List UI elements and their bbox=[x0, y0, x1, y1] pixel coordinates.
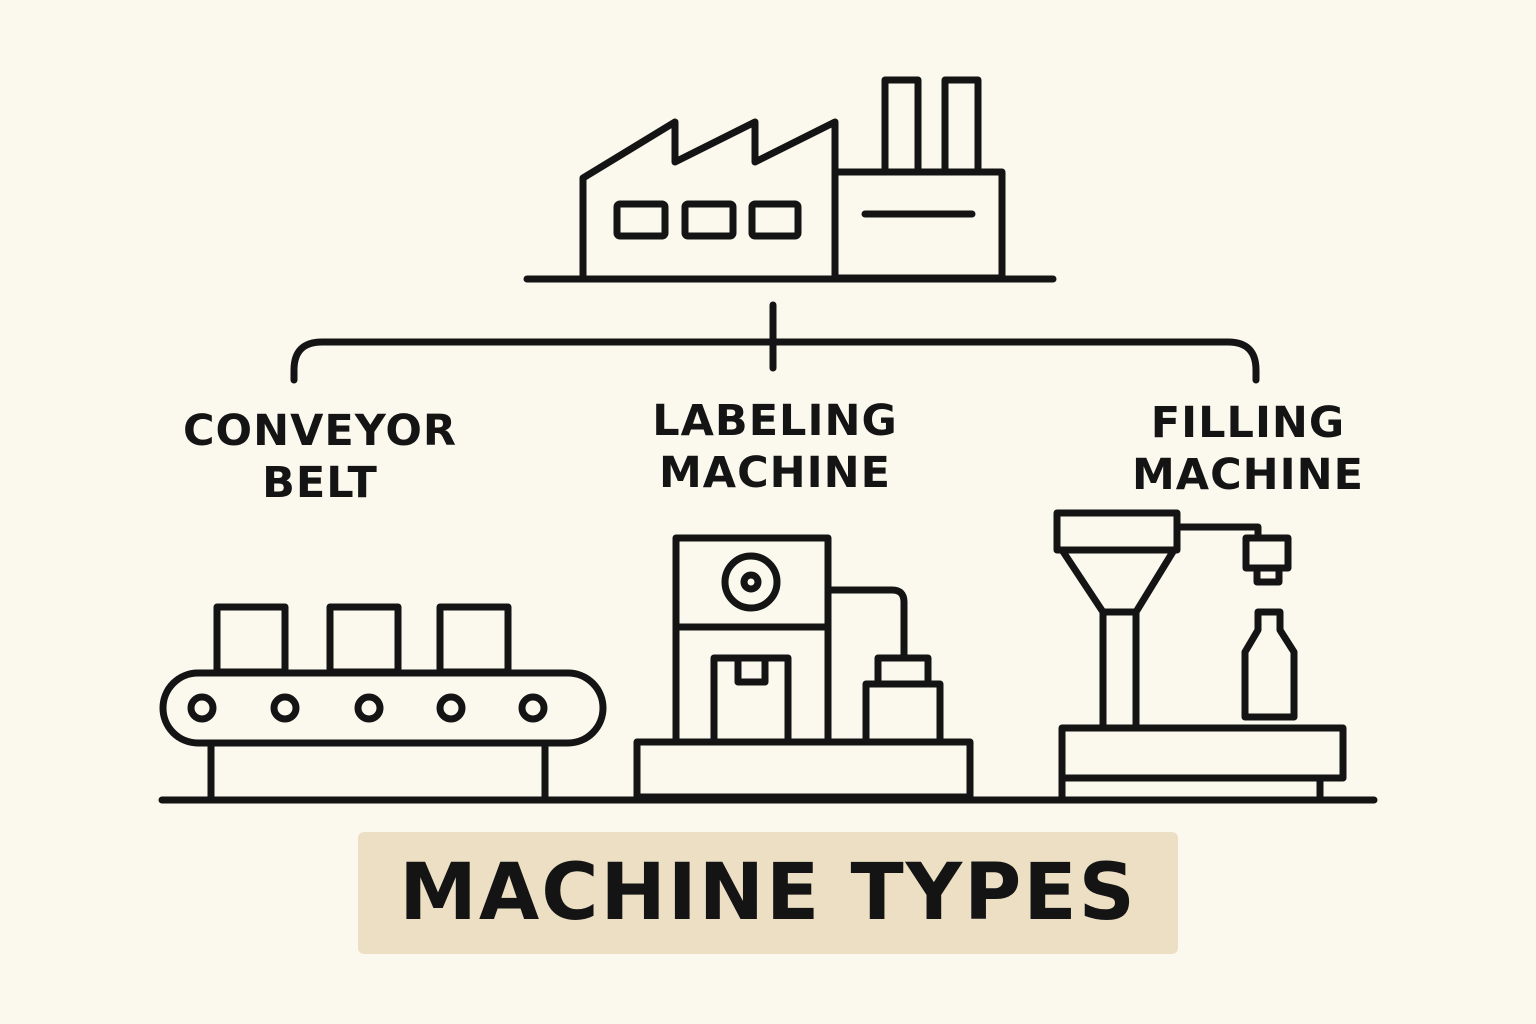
tree-connector bbox=[290, 301, 1260, 384]
conveyor-belt-icon bbox=[159, 603, 607, 801]
node-label-line2: BELT bbox=[262, 458, 378, 508]
title-banner: MACHINE TYPES bbox=[358, 832, 1178, 954]
node-label-line2: MACHINE bbox=[1132, 450, 1364, 500]
filling-machine-icon bbox=[1053, 509, 1347, 801]
node-label-line1: CONVEYOR bbox=[182, 406, 458, 456]
labeling-machine-icon bbox=[633, 534, 974, 801]
node-label-line2: MACHINE bbox=[659, 448, 891, 498]
diagram-title: MACHINE TYPES bbox=[399, 848, 1137, 938]
node-label-line1: FILLING bbox=[1150, 398, 1346, 448]
node-label-line1: LABELING bbox=[652, 396, 898, 446]
factory-icon bbox=[523, 76, 1057, 283]
node-label-labeling-machine: LABELING MACHINE bbox=[595, 395, 955, 499]
node-label-conveyor-belt: CONVEYOR BELT bbox=[140, 405, 500, 509]
node-label-filling-machine: FILLING MACHINE bbox=[1068, 397, 1428, 501]
